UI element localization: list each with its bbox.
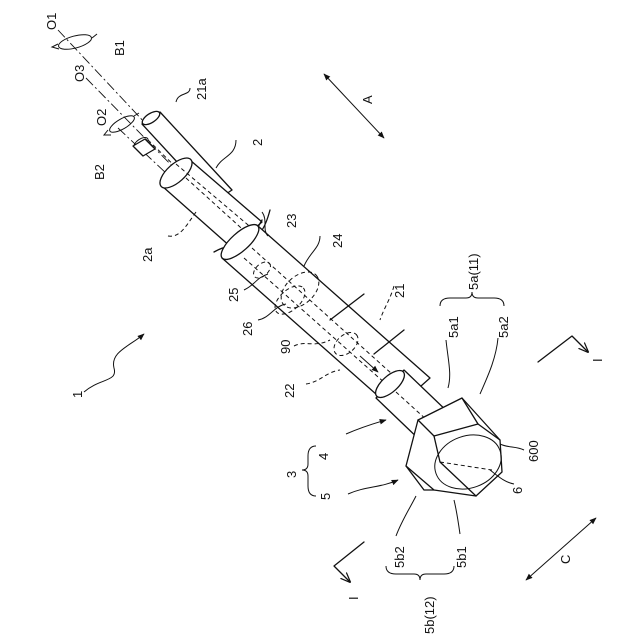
- label-5: 5: [318, 493, 333, 500]
- label-5b12: 5b(12): [422, 596, 437, 634]
- rotation-b2-icon: [104, 113, 139, 136]
- label-3: 3: [284, 471, 299, 478]
- label-5a1: 5a1: [446, 316, 461, 338]
- label-b2: B2: [92, 164, 107, 180]
- label-6: 6: [510, 487, 525, 494]
- section-mark-i-bottom: [334, 542, 364, 582]
- label-2: 2: [250, 139, 265, 146]
- label-o1: O1: [44, 13, 59, 30]
- label-b1: B1: [112, 40, 127, 56]
- label-5b2: 5b2: [392, 546, 407, 568]
- direction-c-arrow: [526, 518, 596, 580]
- label-o2: O2: [94, 109, 109, 126]
- label-4: 4: [316, 453, 331, 460]
- label-600: 600: [526, 440, 541, 462]
- label-a: A: [360, 95, 375, 104]
- label-5a2: 5a2: [496, 316, 511, 338]
- brace-3: [302, 446, 316, 496]
- leader-1: [84, 334, 144, 392]
- label-i-top: I: [590, 358, 605, 362]
- label-23: 23: [284, 214, 299, 228]
- label-2a: 2a: [140, 247, 155, 262]
- label-21: 21: [392, 284, 407, 298]
- label-90: 90: [278, 340, 293, 354]
- label-5b1: 5b1: [454, 546, 469, 568]
- section-mark-i-top: [538, 336, 588, 362]
- direction-a-arrow: [324, 74, 384, 138]
- label-c: C: [558, 555, 573, 564]
- rotation-b1-icon: [52, 32, 97, 52]
- label-22: 22: [282, 384, 297, 398]
- label-26: 26: [240, 322, 255, 336]
- label-o3: O3: [72, 65, 87, 82]
- label-i-bottom: I: [346, 596, 361, 600]
- label-24: 24: [330, 234, 345, 248]
- label-25: 25: [226, 288, 241, 302]
- label-5a11: 5a(11): [466, 253, 481, 290]
- brace-5a: [440, 292, 504, 306]
- label-21a: 21a: [194, 78, 209, 100]
- label-1: 1: [70, 391, 85, 398]
